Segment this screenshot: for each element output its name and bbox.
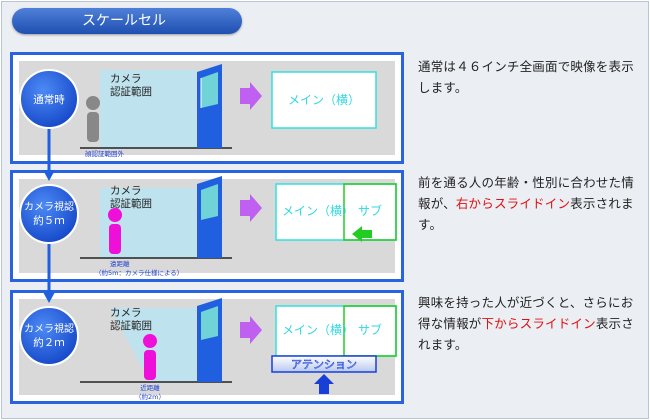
title-banner: スケールセル — [12, 8, 242, 34]
attention-bar — [271, 355, 377, 373]
person-label-1: 遠距離 — [110, 259, 130, 268]
person-silhouette-mid — [108, 208, 122, 254]
state-circle-near — [19, 306, 79, 366]
description-normal: 通常は４６インチ全画面で映像を表示します。 — [418, 59, 634, 95]
zone-label-line2: 認証範囲 — [110, 197, 152, 210]
zone-label-line2: 認証範囲 — [110, 319, 152, 332]
screen-main-label: メイン（横） — [288, 93, 360, 107]
left-arrow-icon — [352, 226, 372, 242]
screen-main-label: メイン（横） — [282, 204, 354, 218]
state-text-near-1: カメラ視認 — [24, 322, 74, 335]
state-text-far-1: カメラ視認 — [24, 200, 74, 213]
person-label-1: 近距離 — [140, 383, 160, 392]
display-stand-3 — [197, 298, 222, 382]
camera-zone — [100, 70, 196, 148]
person-label: 顔認証範囲外 — [85, 149, 125, 158]
state-text-near-2: 約２ｍ — [33, 336, 65, 349]
description-far: 前を通る人の年齢・性別に合わせた情報が、右からスライドイン表示されます。 — [418, 175, 634, 232]
zone-label-line2: 認証範囲 — [110, 85, 152, 98]
attention-label: アテンション — [291, 358, 357, 371]
screen-main-label: メイン（横） — [282, 323, 354, 337]
screen-sub-label: サブ — [358, 322, 382, 337]
camera-zone-2 — [100, 188, 196, 258]
description-near: 興味を持った人が近づくと、さらにお得な情報が下からスライドイン表示されます。 — [418, 295, 634, 352]
screen-sub-2 — [343, 183, 397, 241]
screen-main-3 — [275, 305, 397, 357]
state-circle-normal — [19, 69, 79, 129]
right-arrow-icon — [240, 194, 262, 222]
row-normal-scene: 通常時 カメラ 認証範囲 顔認証範囲外 メイン（横） — [19, 64, 377, 158]
person-label-2: （約5m：カメラ仕様による） — [95, 268, 183, 277]
zone-label-line1: カメラ — [110, 73, 142, 85]
display-stand-1 — [197, 64, 222, 148]
row-near-scene: カメラ視認 約２ｍ カメラ 認証範囲 近距離 （約2m） メイン（横） サブ ア… — [19, 298, 397, 401]
zone-label-line1: カメラ — [110, 185, 142, 197]
state-circle-far — [19, 184, 79, 244]
right-arrow-icon — [240, 316, 262, 344]
screen-sub-label: サブ — [358, 203, 382, 218]
person-silhouette-far — [86, 96, 100, 142]
row-far-scene: カメラ視認 約５ｍ カメラ 認証範囲 遠距離 （約5m：カメラ仕様による） メイ… — [19, 176, 397, 277]
zone-label-line1: カメラ — [110, 307, 142, 319]
person-label-2: （約2m） — [135, 392, 165, 401]
state-text-far-2: 約５ｍ — [33, 214, 65, 227]
screen-main — [271, 71, 377, 129]
right-arrow-icon — [240, 82, 262, 110]
display-stand-2 — [197, 176, 222, 258]
state-text-normal: 通常時 — [33, 93, 65, 106]
up-arrow-icon — [314, 374, 334, 394]
person-silhouette-near — [143, 334, 157, 380]
screen-main-2 — [275, 183, 397, 241]
